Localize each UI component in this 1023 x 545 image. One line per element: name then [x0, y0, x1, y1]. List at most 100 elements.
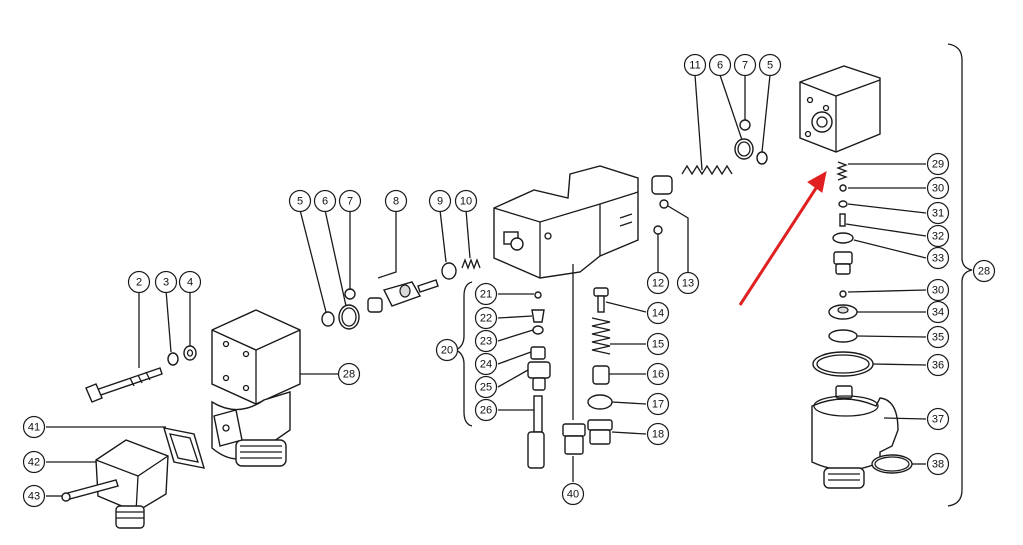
callout-label: 6 [717, 60, 723, 72]
bolt-2 [85, 367, 163, 403]
callout-17: 17 [646, 392, 670, 416]
callout-13: 13 [676, 271, 700, 295]
seat-33 [833, 251, 853, 275]
callout-circle [22, 484, 46, 508]
callout-circle [474, 375, 498, 399]
callout-41: 41 [22, 415, 46, 439]
callout-circle [926, 278, 950, 302]
callout-20: 20 [435, 338, 459, 362]
pin-32 [839, 213, 846, 227]
callout-circle [676, 271, 700, 295]
callout-label: 35 [932, 332, 944, 344]
seat-22 [531, 309, 545, 323]
callout-34: 34 [926, 300, 950, 324]
callout-label: 30 [932, 285, 944, 297]
callout-circle [313, 189, 337, 213]
callout-circle [683, 53, 707, 77]
callout-circle [926, 246, 950, 270]
callout-11: 11 [683, 53, 707, 77]
callout-label: 41 [28, 422, 40, 434]
callout-7: 7 [733, 53, 757, 77]
callout-6: 6 [313, 189, 337, 213]
callout-label: 4 [187, 277, 193, 289]
bracket-28-right [947, 43, 973, 507]
callout-8: 8 [384, 189, 408, 213]
callout-32: 32 [926, 224, 950, 248]
ring-7-left [344, 288, 356, 300]
callout-circle [758, 53, 782, 77]
callout-circle [288, 189, 312, 213]
callout-label: 34 [932, 307, 944, 319]
callout-circle [561, 482, 585, 506]
callout-label: 25 [480, 382, 492, 394]
callout-circle [428, 189, 452, 213]
callout-5: 5 [758, 53, 782, 77]
callout-label: 32 [932, 231, 944, 243]
callout-16: 16 [646, 362, 670, 386]
callout-label: 5 [297, 196, 303, 208]
callout-4: 4 [178, 270, 202, 294]
callout-28: 28 [972, 259, 996, 283]
callout-26: 26 [474, 398, 498, 422]
spring-11 [681, 164, 733, 176]
callout-circle [384, 189, 408, 213]
callout-40: 40 [561, 482, 585, 506]
callout-label: 9 [437, 196, 443, 208]
callout-circle [926, 224, 950, 248]
callout-circle [926, 152, 950, 176]
callout-25: 25 [474, 375, 498, 399]
ring-31 [838, 200, 848, 208]
callout-10: 10 [454, 189, 478, 213]
callout-label: 3 [163, 277, 169, 289]
callout-circle [926, 353, 950, 377]
callout-circle [646, 301, 670, 325]
callout-circle [646, 392, 670, 416]
oring-35 [828, 329, 858, 343]
callout-label: 12 [652, 278, 664, 290]
spring-29 [836, 161, 848, 181]
callout-36: 36 [926, 353, 950, 377]
callout-label: 18 [652, 429, 664, 441]
callout-label: 17 [652, 399, 664, 411]
callout-label: 21 [480, 289, 492, 301]
ring-5-top [756, 151, 768, 165]
disc-34 [828, 304, 858, 320]
oring-9 [441, 262, 457, 280]
sleeve-16 [592, 365, 610, 385]
callout-circle [733, 53, 757, 77]
callout-label: 36 [932, 360, 944, 372]
callout-circle [474, 352, 498, 376]
callout-circle [127, 270, 151, 294]
gasket-41 [163, 427, 205, 469]
spring-10 [461, 258, 481, 270]
callout-circle [338, 189, 362, 213]
callout-circle [646, 422, 670, 446]
callout-label: 20 [441, 345, 453, 357]
callout-label: 24 [480, 359, 492, 371]
callout-label: 22 [480, 313, 492, 325]
callout-12: 12 [646, 271, 670, 295]
callout-15: 15 [646, 332, 670, 356]
callout-31: 31 [926, 201, 950, 225]
callout-label: 40 [567, 489, 579, 501]
callout-circle [474, 398, 498, 422]
fitting-12 [653, 225, 663, 235]
nut-24 [530, 346, 546, 360]
callout-label: 26 [480, 405, 492, 417]
callout-label: 2 [136, 277, 142, 289]
solenoid-left [211, 309, 301, 467]
leader-lines [46, 74, 927, 497]
callout-circle [972, 259, 996, 283]
callout-circle [708, 53, 732, 77]
callout-circle [926, 176, 950, 200]
valve-body [493, 165, 639, 279]
ball-30-lower [839, 290, 847, 298]
callout-circle [646, 332, 670, 356]
callout-5: 5 [288, 189, 312, 213]
callout-6: 6 [708, 53, 732, 77]
callout-circle [154, 270, 178, 294]
red-arrow [738, 171, 827, 306]
callout-42: 42 [22, 450, 46, 474]
callout-24: 24 [474, 352, 498, 376]
